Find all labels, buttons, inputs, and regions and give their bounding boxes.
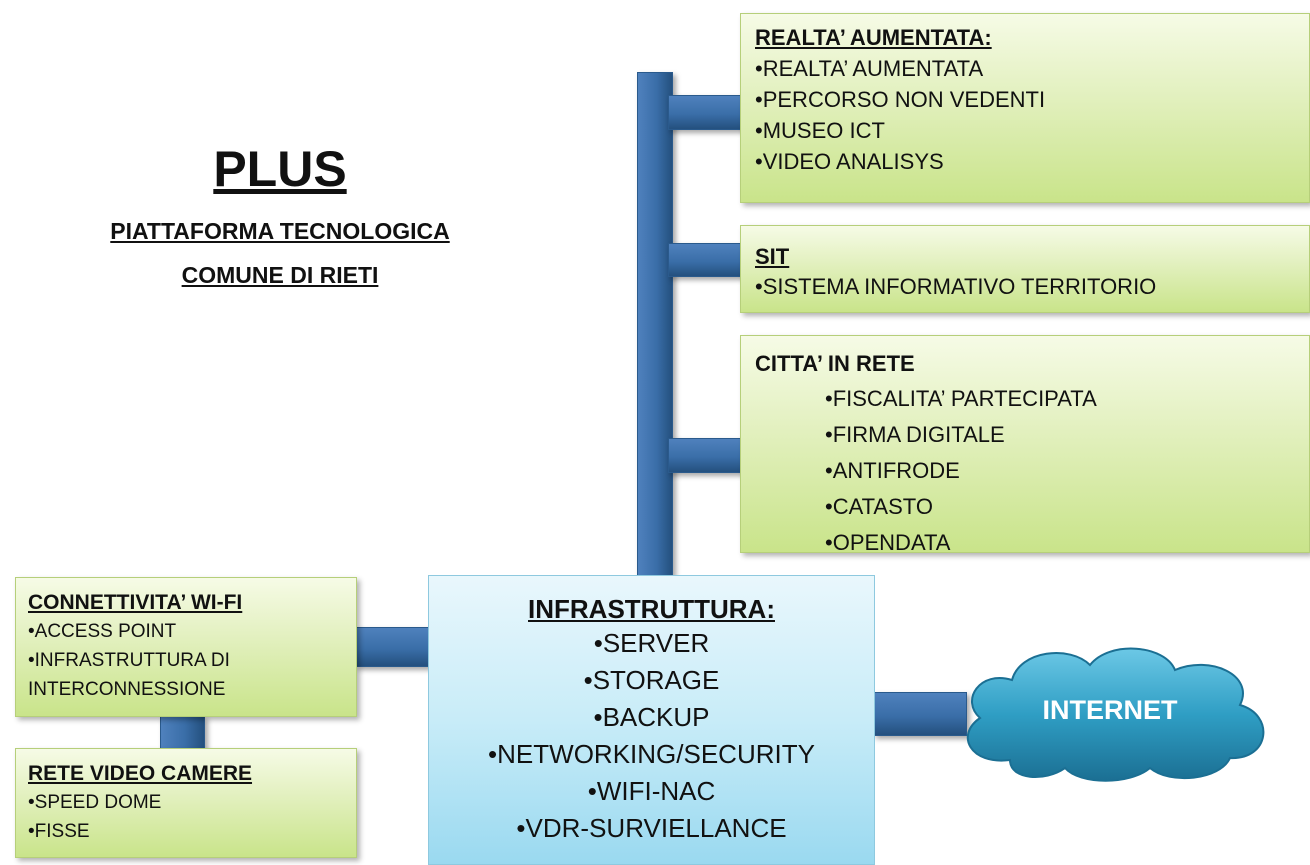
sit-heading: SIT: [755, 244, 790, 269]
connettivita-wifi-box: CONNETTIVITA’ WI-FI •ACCESS POINT •INFRA…: [15, 577, 357, 717]
list-item: •MUSEO ICT: [755, 118, 885, 143]
citta-in-rete-box: CITTA’ IN RETE •FISCALITA’ PARTECIPATA •…: [740, 335, 1310, 555]
connector-citta: [668, 438, 745, 473]
list-item: •ACCESS POINT: [28, 621, 177, 642]
vertical-trunk-connector: [637, 72, 673, 579]
list-item: •VIDEO ANALISYS: [755, 149, 944, 174]
list-item: •INFRASTRUTTURA DI: [28, 650, 230, 671]
rete-video-camere-box: RETE VIDEO CAMERE •SPEED DOME •FISSE: [15, 748, 357, 858]
list-item: •SERVER: [593, 628, 710, 658]
page-title: PLUS: [213, 141, 347, 197]
list-item: •PERCORSO NON VEDENTI: [755, 87, 1046, 112]
list-item: •SPEED DOME: [28, 792, 162, 813]
connector-realta: [668, 95, 745, 130]
list-item: •WIFI-NAC: [587, 776, 716, 806]
list-item: •STORAGE: [583, 665, 720, 695]
subtitle-line-1: PIATTAFORMA TECNOLOGICA: [110, 218, 450, 244]
subtitle-line-2: COMUNE DI RIETI: [181, 262, 379, 288]
list-item: INTERCONNESSIONE: [28, 679, 226, 700]
video-heading: RETE VIDEO CAMERE: [28, 762, 253, 785]
infra-heading: INFRASTRUTTURA:: [528, 594, 775, 624]
connector-wifi: [355, 627, 432, 667]
wifi-heading: CONNETTIVITA’ WI-FI: [28, 591, 243, 614]
infrastruttura-box: INFRASTRUTTURA: •SERVER •STORAGE •BACKUP…: [428, 575, 875, 865]
connector-sit: [668, 243, 745, 277]
realta-aumentata-box: REALTA’ AUMENTATA: •REALTA’ AUMENTATA •P…: [740, 13, 1310, 203]
list-item: •FIRMA DIGITALE: [825, 422, 1005, 447]
internet-label: INTERNET: [1042, 695, 1178, 725]
list-item: •NETWORKING/SECURITY: [488, 739, 815, 769]
list-item: •FISCALITA’ PARTECIPATA: [825, 386, 1097, 411]
list-item: •VDR-SURVIELLANCE: [516, 813, 787, 843]
list-item: •OPENDATA: [825, 530, 951, 555]
connector-internet: [873, 692, 967, 736]
list-item: •ANTIFRODE: [825, 458, 960, 483]
realta-heading: REALTA’ AUMENTATA:: [755, 25, 992, 50]
sit-box: SIT •SISTEMA INFORMATIVO TERRITORIO: [740, 225, 1310, 313]
citta-heading: CITTA’ IN RETE: [755, 351, 915, 376]
list-item: •CATASTO: [825, 494, 933, 519]
list-item: •FISSE: [28, 821, 90, 842]
list-item: •REALTA’ AUMENTATA: [755, 56, 984, 81]
list-item: •BACKUP: [593, 702, 710, 732]
internet-cloud-icon: [966, 647, 1265, 782]
list-item: •SISTEMA INFORMATIVO TERRITORIO: [755, 274, 1157, 299]
